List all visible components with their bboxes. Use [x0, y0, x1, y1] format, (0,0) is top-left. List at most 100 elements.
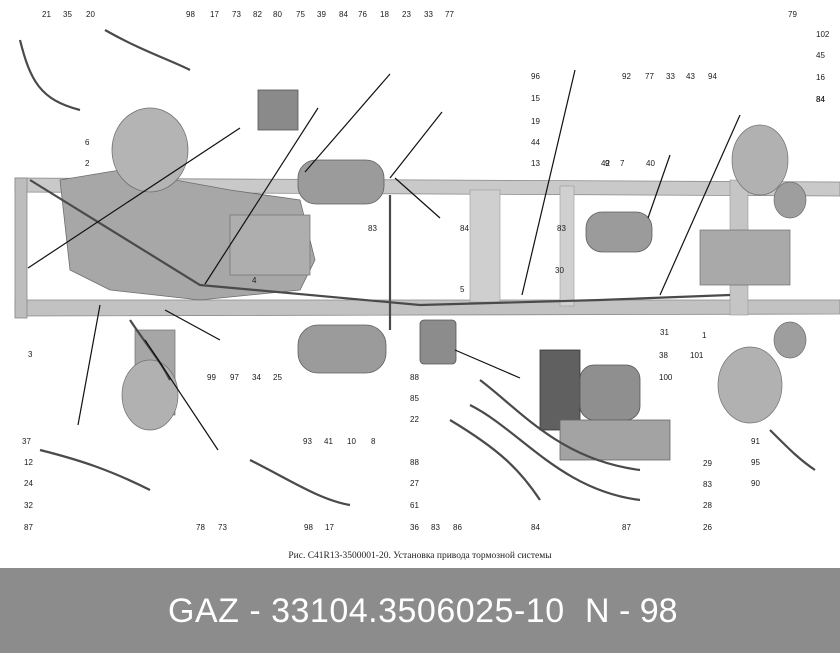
callout: 85: [410, 394, 419, 403]
callout: 102: [816, 30, 830, 39]
callout: 30: [555, 266, 564, 275]
callout: 12: [24, 458, 33, 467]
part-footer: GAZ - 33104.3506025-10 N - 98: [0, 568, 840, 653]
callout: 22: [410, 415, 419, 424]
callout: 7: [620, 159, 625, 168]
callout: 8: [371, 437, 376, 446]
callout: 91: [751, 437, 760, 446]
callout: 98: [186, 10, 195, 19]
callout: 33: [666, 72, 675, 81]
air-dryer: [539, 349, 671, 461]
callout: 3: [28, 350, 33, 359]
callout: 80: [273, 10, 282, 19]
callout: 28: [703, 501, 712, 510]
callout: 32: [24, 501, 33, 510]
callout: 84: [460, 224, 469, 233]
rear-axle: [699, 124, 807, 424]
callout: 35: [63, 10, 72, 19]
callout: 10: [347, 437, 356, 446]
callout: 92: [622, 72, 631, 81]
callout: 6: [85, 138, 90, 147]
callout: 83: [368, 224, 377, 233]
callout: 5: [460, 285, 465, 294]
callout: 73: [218, 523, 227, 532]
brake-valve-top: [257, 89, 299, 131]
callout: 16: [816, 73, 825, 82]
callout: 101: [690, 351, 704, 360]
callout: 21: [42, 10, 51, 19]
part-position-number: N - 98: [585, 592, 678, 630]
callout: 97: [230, 373, 239, 382]
callout: 17: [325, 523, 334, 532]
upper-air-receiver: [297, 159, 385, 205]
callout: 61: [410, 501, 419, 510]
callout: 38: [659, 351, 668, 360]
engine-gearbox: [59, 107, 316, 301]
callout: 31: [660, 328, 669, 337]
middle-air-receiver: [585, 211, 653, 253]
callout: 1: [702, 331, 707, 340]
callout: 98: [304, 523, 313, 532]
callout: 84: [816, 95, 825, 104]
callout: 44: [531, 138, 540, 147]
callout: 79: [788, 10, 797, 19]
callout: 23: [402, 10, 411, 19]
callout: 86: [453, 523, 462, 532]
callout: 41: [324, 437, 333, 446]
lower-air-receiver: [297, 324, 387, 374]
callout: 18: [380, 10, 389, 19]
callout: 93: [303, 437, 312, 446]
front-axle: [121, 329, 179, 431]
callout: 9: [605, 159, 610, 168]
callout: 75: [296, 10, 305, 19]
callout: 42: [601, 159, 610, 168]
callout: 29: [703, 459, 712, 468]
callout: 19: [531, 117, 540, 126]
callout: 83: [557, 224, 566, 233]
callout: 36: [410, 523, 419, 532]
brake-pipes: [18, 29, 816, 507]
callout: 94: [708, 72, 717, 81]
callout: 100: [659, 373, 673, 382]
callout: 27: [410, 479, 419, 488]
callout: 99: [207, 373, 216, 382]
callout: 20: [86, 10, 95, 19]
callout: 76: [358, 10, 367, 19]
callout: 84: [531, 523, 540, 532]
callout: 78: [196, 523, 205, 532]
callout: 17: [210, 10, 219, 19]
callout-labels: 21 35 20 98 17 73 82 80 75 39 84 76 18 2…: [22, 10, 830, 532]
callout: 83: [431, 523, 440, 532]
callout: 77: [645, 72, 654, 81]
callout: 25: [273, 373, 282, 382]
callout: 73: [232, 10, 241, 19]
callout: 84: [339, 10, 348, 19]
part-number: GAZ - 33104.3506025-10: [168, 592, 565, 630]
callout: 88: [410, 458, 419, 467]
callout: 88: [410, 373, 419, 382]
callout: 90: [751, 479, 760, 488]
callout: 87: [24, 523, 33, 532]
callout: 77: [445, 10, 454, 19]
pointer-lines: [27, 69, 741, 451]
callout: 26: [703, 523, 712, 532]
callout: 15: [531, 94, 540, 103]
callout: 34: [252, 373, 261, 382]
callout: 83: [703, 480, 712, 489]
callout: 95: [751, 458, 760, 467]
callout: 33: [424, 10, 433, 19]
callout: 96: [531, 72, 540, 81]
callout: 84: [816, 95, 825, 104]
callout: 4: [252, 276, 257, 285]
callout: 82: [253, 10, 262, 19]
callout: 45: [816, 51, 825, 60]
callout: 87: [622, 523, 631, 532]
callout: 43: [686, 72, 695, 81]
callout: 13: [531, 159, 540, 168]
brake-installation-diagram: 21 35 20 98 17 73 82 80 75 39 84 76 18 2…: [14, 10, 840, 532]
figure-caption: Рис. С41R13-3500001-20. Установка привод…: [288, 551, 552, 561]
callout: 24: [24, 479, 33, 488]
callout: 37: [22, 437, 31, 446]
protection-valve: [419, 319, 457, 365]
